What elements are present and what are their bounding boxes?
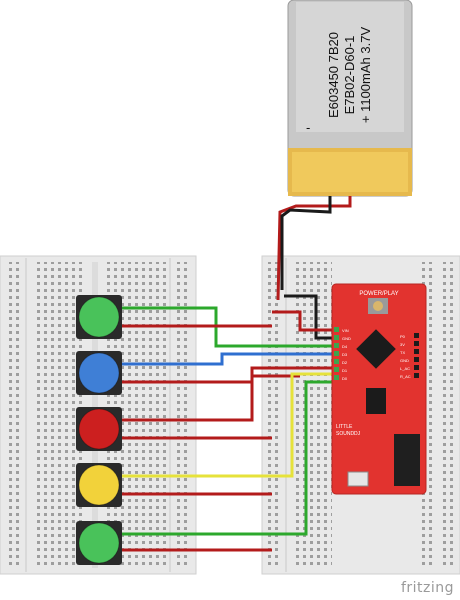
button-cap	[78, 352, 120, 394]
board-pin-label: R_AC	[400, 374, 411, 379]
board-logo-line-1: LITTLE	[336, 424, 353, 430]
battery-label-line-2: E7B02-D60-1	[342, 36, 357, 115]
fritzing-watermark: fritzing	[400, 580, 454, 596]
board-pin-label: TX	[400, 350, 405, 355]
board-pin-label: L_AC	[400, 366, 410, 371]
board-pin-label: D0	[342, 376, 348, 381]
lipo-battery: E603450 7B20 E7B02-D60-1 + 1100mAh 3.7V …	[287, 0, 413, 197]
board-pin-label: GND	[342, 336, 351, 341]
button-green-2	[76, 521, 122, 565]
board-pin	[414, 373, 419, 378]
board-pin-label: VIN	[342, 328, 349, 333]
usb-port	[347, 471, 369, 487]
board-pin	[414, 365, 419, 370]
board-pin	[334, 375, 339, 380]
board-pin-label: GND	[400, 358, 409, 363]
power-play-button-cap	[373, 301, 383, 311]
button-blue	[76, 351, 122, 395]
board-pin-label: 3V	[400, 342, 405, 347]
button-cap	[78, 408, 120, 450]
button-cap	[78, 464, 120, 506]
board-pin	[334, 367, 339, 372]
battery-leads	[276, 196, 352, 301]
button-green-1	[76, 295, 122, 339]
button-red	[76, 407, 122, 451]
board-pin-label: D2	[342, 360, 348, 365]
board-pin	[414, 349, 419, 354]
board-pin-label: D3	[342, 352, 348, 357]
button-yellow	[76, 463, 122, 507]
board-pin	[414, 341, 419, 346]
button-cap	[78, 522, 120, 564]
small-chip	[366, 388, 386, 414]
right-pin-header: P0 3V TX GND L_AC R_AC	[400, 333, 419, 379]
audio-jack	[394, 434, 420, 486]
board-pin-label: D1	[342, 368, 348, 373]
battery-label-line-3: + 1100mAh 3.7V	[358, 27, 373, 124]
board-pin-label: P0	[400, 334, 406, 339]
board-pin	[414, 357, 419, 362]
board-pin	[334, 359, 339, 364]
board-header-label: POWER/PLAY	[359, 291, 398, 297]
battery-minus-sign: -	[306, 120, 310, 135]
board-logo-line-2: SOUNDDJ	[336, 431, 361, 437]
board-pin	[414, 333, 419, 338]
wires	[120, 294, 334, 552]
board-pin	[334, 343, 339, 348]
button-cap	[78, 296, 120, 338]
board-pin	[334, 335, 339, 340]
board-pin	[334, 327, 339, 332]
board-pin-label: D4	[342, 344, 348, 349]
microcontroller-chip	[356, 329, 396, 369]
board-pin	[334, 351, 339, 356]
battery-label-line-1: E603450 7B20	[326, 32, 341, 118]
battery-label: E603450 7B20 E7B02-D60-1 + 1100mAh 3.7V	[326, 27, 373, 124]
